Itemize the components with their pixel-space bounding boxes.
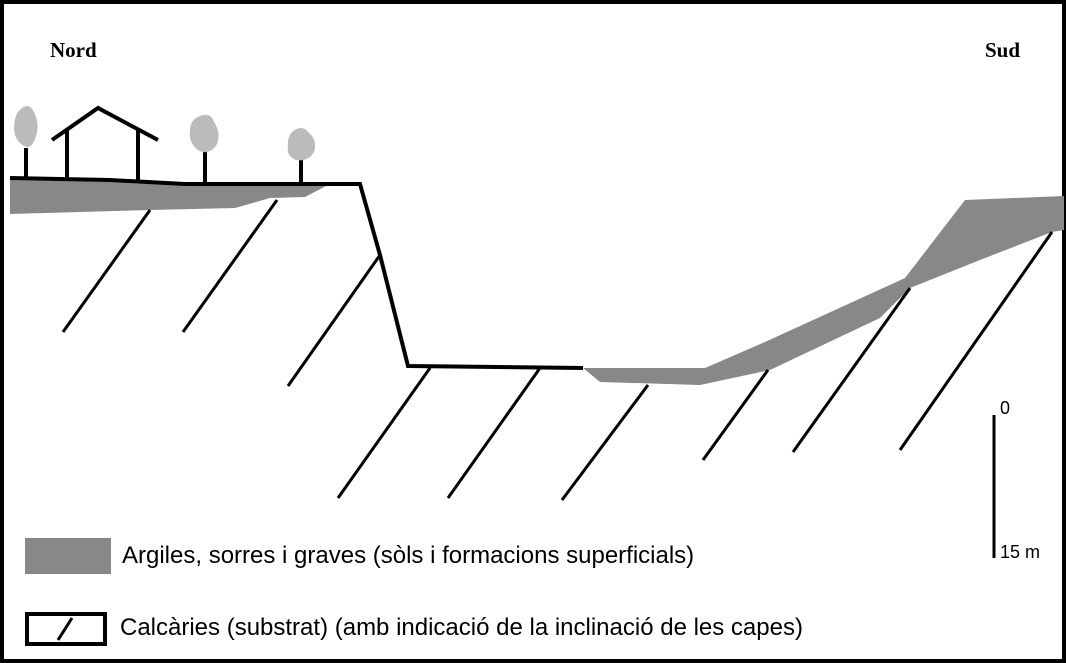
scale-top-label: 0 xyxy=(1000,398,1011,418)
bedding-dip-lines xyxy=(61,199,1054,501)
legend-label-superficial: Argiles, sorres i graves (sòls i formaci… xyxy=(122,542,695,569)
dip-line xyxy=(286,254,382,387)
dip-line xyxy=(560,384,650,501)
dip-line xyxy=(446,367,542,499)
superficial-deposit-north xyxy=(10,178,330,214)
dip-line xyxy=(791,287,912,453)
tree-icon xyxy=(287,128,316,184)
legend-swatch-limestone xyxy=(25,612,107,646)
scale-bottom-label: 15 m xyxy=(1000,542,1041,562)
dip-line xyxy=(898,231,1054,451)
north-label: Nord xyxy=(50,38,97,62)
dip-line xyxy=(181,199,279,333)
south-label: Sud xyxy=(985,38,1021,62)
tree-icon xyxy=(189,114,219,184)
house-icon xyxy=(50,105,159,182)
dip-line xyxy=(336,367,432,499)
dip-line xyxy=(61,209,152,333)
dip-line xyxy=(701,369,770,461)
tree-icon xyxy=(14,106,38,178)
superficial-deposit-valley xyxy=(583,196,1064,385)
topographic-profile xyxy=(9,176,584,370)
legend-label-limestone: Calcàries (substrat) (amb indicació de l… xyxy=(120,614,803,641)
legend-swatch-superficial xyxy=(25,538,111,574)
